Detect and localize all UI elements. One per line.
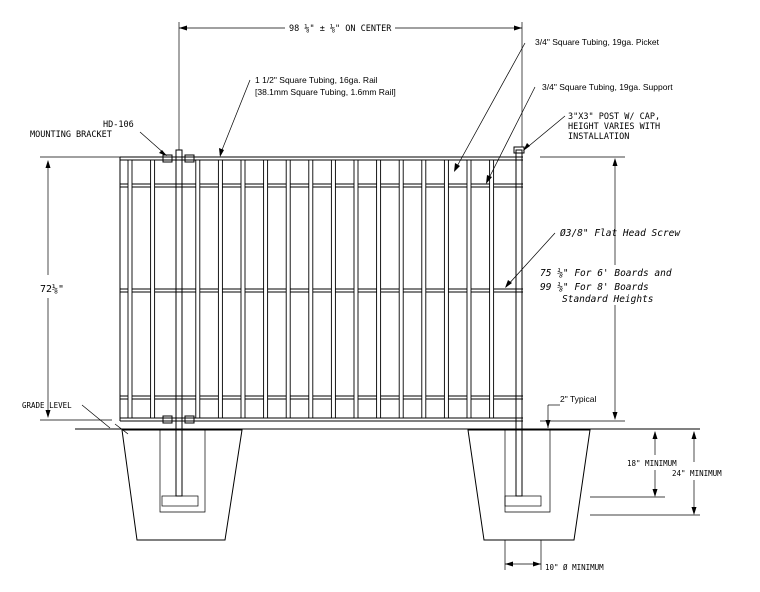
boards-label-2: 99 ⅛" For 8' Boards xyxy=(540,282,649,293)
grade-label: GRADE LEVEL xyxy=(22,401,72,410)
dim-depth xyxy=(590,431,700,516)
picket xyxy=(421,159,427,419)
post-label-3: INSTALLATION xyxy=(568,132,629,142)
min18-label: 18" MINIMUM xyxy=(627,459,677,468)
bracket-label-2: MOUNTING BRACKET xyxy=(30,130,112,140)
rail-label-2: [38.1mm Square Tubing, 1.6mm Rail] xyxy=(255,87,396,97)
picket xyxy=(330,159,336,419)
leaders xyxy=(81,42,566,429)
post-right xyxy=(504,146,542,507)
picket xyxy=(127,159,133,419)
post-label-1: 3"X3" POST W/ CAP, xyxy=(568,112,660,122)
picket xyxy=(195,159,201,419)
picket xyxy=(240,159,246,419)
dim-diameter xyxy=(504,540,542,570)
footing-left xyxy=(121,429,243,541)
typical-label: 2" Typical xyxy=(560,394,597,404)
fence-panel xyxy=(119,156,523,422)
picket xyxy=(398,159,404,419)
picket xyxy=(353,159,359,419)
post-left xyxy=(161,149,199,507)
footing-right xyxy=(467,429,591,541)
min10-label: 10" Ø MINIMUM xyxy=(545,563,604,572)
picket xyxy=(285,159,291,419)
picket xyxy=(150,159,156,419)
picket xyxy=(443,159,449,419)
support-label: 3/4" Square Tubing, 19ga. Support xyxy=(542,82,673,92)
post-label-2: HEIGHT VARIES WITH xyxy=(568,122,660,132)
on-center-label: 98 ⅛" ± ⅛" ON CENTER xyxy=(289,24,392,34)
picket xyxy=(263,159,269,419)
picket xyxy=(376,159,382,419)
boards-label-3: Standard Heights xyxy=(562,294,654,305)
picket-label: 3/4" Square Tubing, 19ga. Picket xyxy=(535,37,660,47)
dim-on-center xyxy=(178,22,523,150)
rail-label-1: 1 1/2" Square Tubing, 16ga. Rail xyxy=(255,75,378,85)
picket xyxy=(308,159,314,419)
height-label: 72⅛" xyxy=(40,283,64,295)
boards-label-1: 75 ⅛" For 6' Boards and xyxy=(540,268,672,279)
min24-label: 24" MINIMUM xyxy=(672,469,722,478)
dim-board-height xyxy=(540,156,625,422)
picket xyxy=(217,159,223,419)
dim-typical xyxy=(545,404,560,428)
picket xyxy=(489,159,495,419)
picket xyxy=(466,159,472,419)
bracket-label-1: HD-106 xyxy=(103,120,134,130)
screw-label: Ø3/8" Flat Head Screw xyxy=(560,228,681,239)
